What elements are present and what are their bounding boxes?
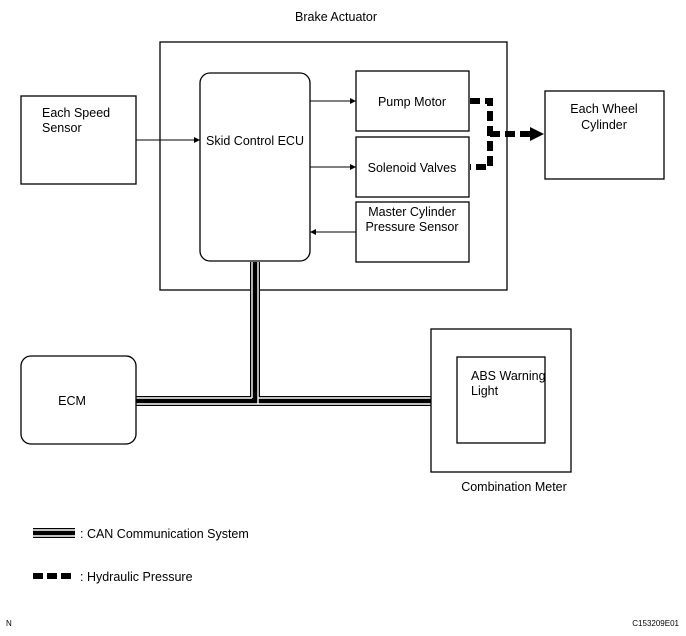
pump-motor-label: Pump Motor <box>378 95 446 109</box>
can-bus-lines <box>136 262 432 406</box>
master-cylinder-label-line2: Pressure Sensor <box>365 220 458 234</box>
speed-sensor-label-line2: Sensor <box>42 121 82 135</box>
footer-left-mark: N <box>6 619 12 628</box>
combination-meter-label: Combination Meter <box>461 480 567 494</box>
abs-warning-light-label-line2: Light <box>471 384 499 398</box>
ecm-box <box>20 355 137 445</box>
legend-hydraulic: : Hydraulic Pressure <box>33 570 193 584</box>
legend-hydraulic-label: : Hydraulic Pressure <box>80 570 193 584</box>
wheel-cylinder-label-line2: Cylinder <box>581 118 627 132</box>
hydraulic-pressure-line <box>470 98 544 170</box>
figure-code: C153209E01 <box>632 619 679 628</box>
skid-control-ecu-label: Skid Control ECU <box>206 134 304 148</box>
solenoid-valves-label: Solenoid Valves <box>368 161 457 175</box>
legend-can: : CAN Communication System <box>33 527 249 541</box>
ecm-label: ECM <box>58 394 86 408</box>
wheel-cylinder-box <box>544 90 665 180</box>
brake-actuator-label: Brake Actuator <box>295 10 377 24</box>
wheel-cylinder-label-line1: Each Wheel <box>570 102 637 116</box>
abs-warning-light-box <box>456 356 546 444</box>
brake-actuator-box <box>159 41 508 291</box>
combination-meter-box <box>430 328 572 473</box>
legend-can-label: : CAN Communication System <box>80 527 249 541</box>
skid-control-ecu-box <box>199 72 311 262</box>
abs-warning-light-label-line1: ABS Warning <box>471 369 546 383</box>
speed-sensor-label-line1: Each Speed <box>42 106 110 120</box>
master-cylinder-label-line1: Master Cylinder <box>368 205 456 219</box>
